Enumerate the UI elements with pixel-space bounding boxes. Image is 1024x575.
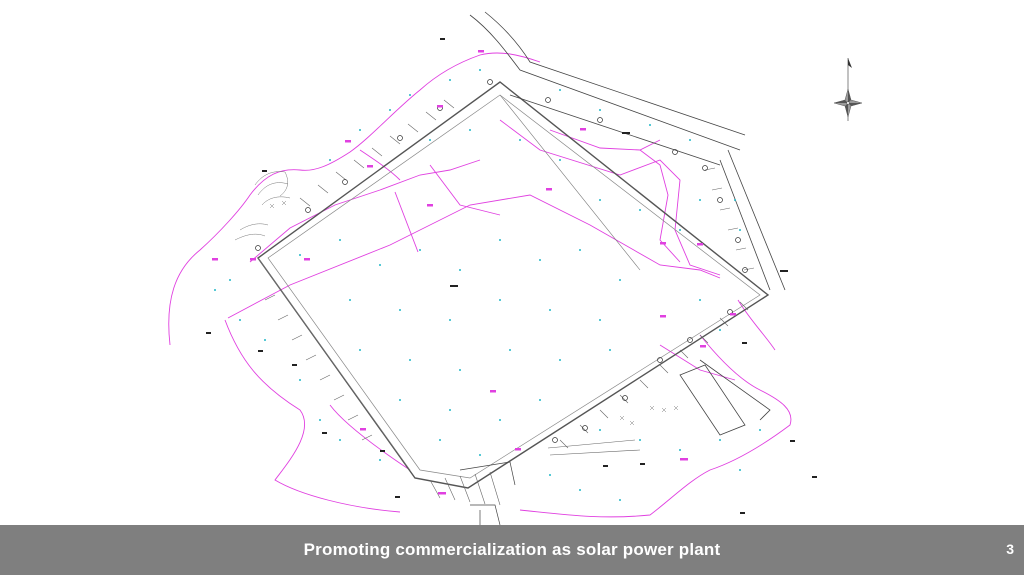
site-plan-drawing — [168, 11, 863, 525]
outlet-structure — [459, 461, 516, 525]
north-arrow-compass-icon — [833, 58, 863, 121]
small-labels — [206, 38, 817, 514]
access-road — [469, 11, 786, 291]
retaining-walls — [264, 99, 755, 506]
edge-markers — [255, 79, 748, 443]
tree-symbols — [269, 200, 679, 426]
contour-lines — [234, 171, 291, 241]
substation-block — [679, 359, 771, 436]
parcel-number-markers — [212, 50, 736, 495]
slide-caption: Promoting commercialization as solar pow… — [303, 540, 721, 559]
page-number: 3 — [1006, 541, 1014, 557]
parcel-boundaries — [168, 52, 792, 518]
caption-bar: Promoting commercialization as solar pow… — [0, 525, 1024, 575]
survey-points — [214, 69, 761, 501]
site-outline — [257, 81, 770, 489]
